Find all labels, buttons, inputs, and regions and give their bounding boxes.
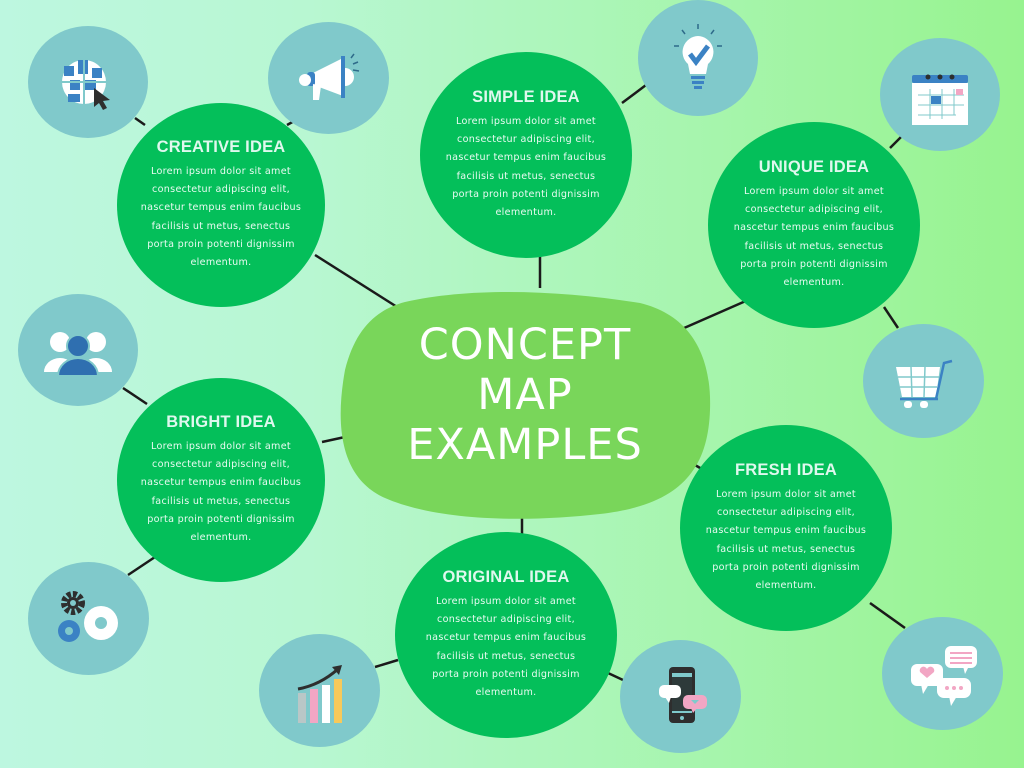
idea-body: Lorem ipsum dolor sit amet consectetur a… bbox=[733, 185, 895, 289]
idea-original: ORIGINAL IDEA Lorem ipsum dolor sit amet… bbox=[395, 532, 617, 738]
idea-fresh: FRESH IDEA Lorem ipsum dolor sit amet co… bbox=[680, 425, 892, 631]
growth-chart-icon bbox=[259, 634, 380, 747]
idea-bright: BRIGHT IDEA Lorem ipsum dolor sit amet c… bbox=[117, 378, 325, 582]
concept-map-title: CONCEPT MAP EXAMPLES bbox=[340, 320, 710, 470]
idea-unique: UNIQUE IDEA Lorem ipsum dolor sit amet c… bbox=[708, 122, 920, 328]
globe-cursor-icon bbox=[28, 26, 148, 138]
idea-title: ORIGINAL IDEA bbox=[442, 567, 570, 586]
idea-title: BRIGHT IDEA bbox=[166, 412, 276, 431]
idea-body: Lorem ipsum dolor sit amet consectetur a… bbox=[140, 440, 302, 544]
megaphone-icon bbox=[268, 22, 389, 134]
smartphone-social-icon bbox=[620, 640, 741, 753]
idea-body: Lorem ipsum dolor sit amet consectetur a… bbox=[425, 595, 587, 699]
shopping-cart-icon bbox=[863, 324, 984, 438]
title-line-3: EXAMPLES bbox=[407, 420, 643, 470]
idea-body: Lorem ipsum dolor sit amet consectetur a… bbox=[705, 488, 867, 592]
title-line-2: MAP bbox=[477, 370, 573, 420]
idea-body: Lorem ipsum dolor sit amet consectetur a… bbox=[445, 115, 607, 219]
idea-title: FRESH IDEA bbox=[735, 460, 837, 479]
calendar-icon bbox=[880, 38, 1000, 151]
lightbulb-check-icon bbox=[638, 0, 758, 116]
title-line-1: CONCEPT bbox=[418, 320, 632, 370]
people-group-icon bbox=[18, 294, 138, 406]
idea-simple: SIMPLE IDEA Lorem ipsum dolor sit amet c… bbox=[420, 52, 632, 258]
idea-title: SIMPLE IDEA bbox=[472, 87, 580, 106]
gears-icon bbox=[28, 562, 149, 675]
idea-title: UNIQUE IDEA bbox=[758, 157, 870, 176]
idea-title: CREATIVE IDEA bbox=[156, 137, 286, 156]
idea-creative: CREATIVE IDEA Lorem ipsum dolor sit amet… bbox=[117, 103, 325, 307]
idea-body: Lorem ipsum dolor sit amet consectetur a… bbox=[140, 165, 302, 269]
chat-bubbles-icon bbox=[882, 617, 1003, 730]
